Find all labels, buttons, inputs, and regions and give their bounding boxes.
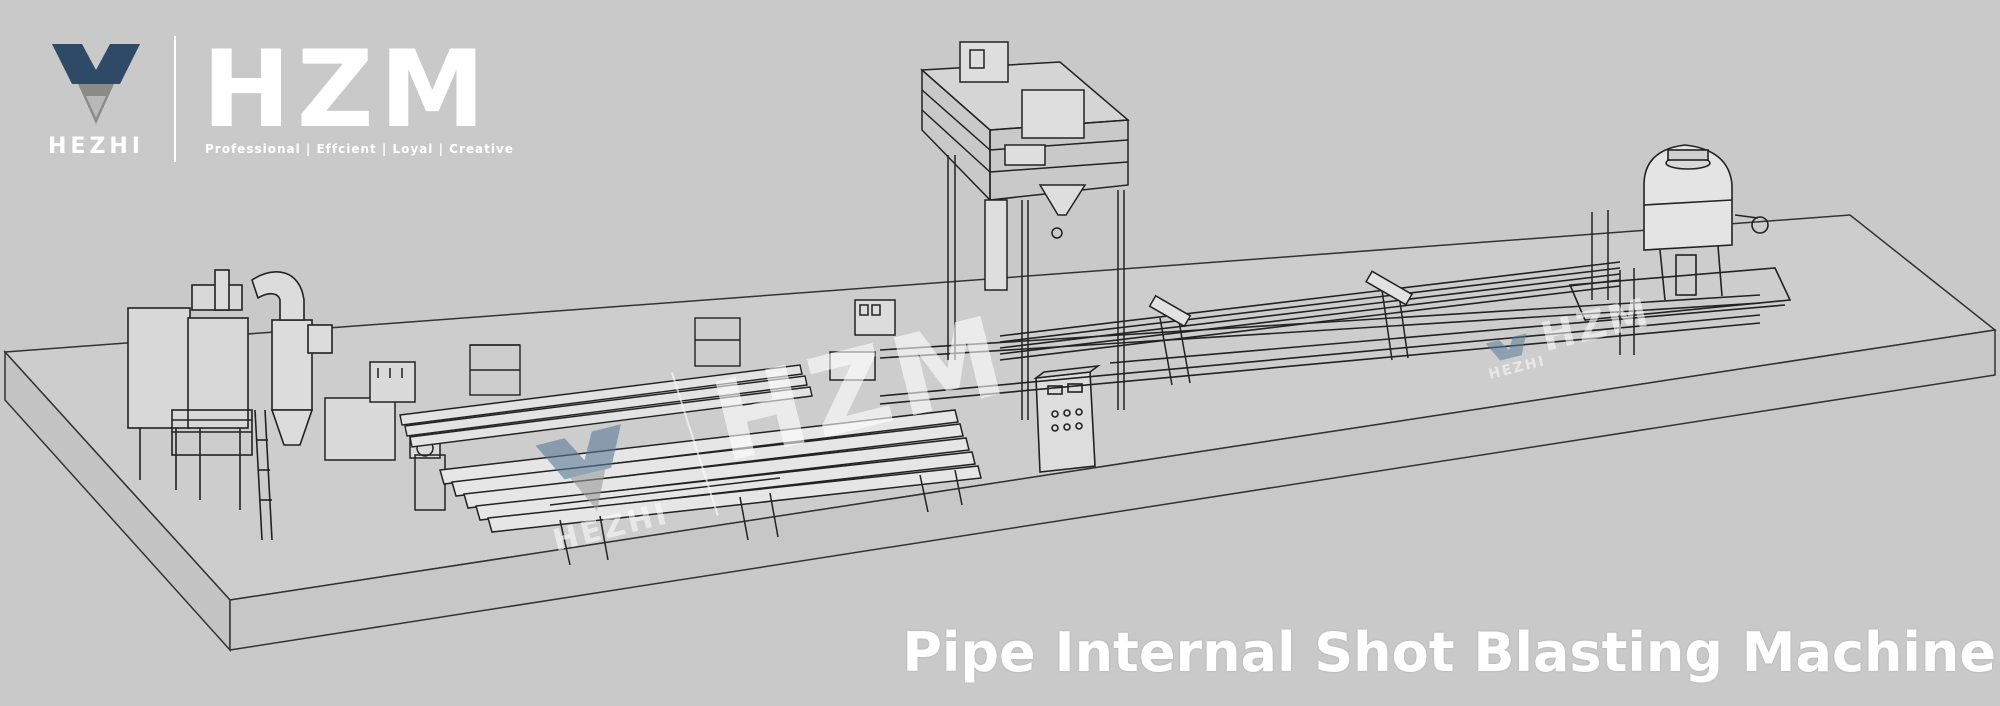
cyclone-separator	[214, 269, 333, 541]
blast-tank	[1568, 144, 1792, 321]
logo-mark	[52, 44, 140, 124]
pump-unit	[829, 299, 896, 381]
pipe-rack-back	[399, 317, 813, 448]
brand-tagline: Professional | Effcient | Loyal | Creati…	[205, 142, 514, 156]
control-cabinet	[1033, 364, 1101, 473]
track-rails	[879, 261, 1786, 405]
logo-hzm: HZM	[202, 28, 491, 151]
pipe-supports	[1148, 210, 1635, 386]
image-caption: Pipe Internal Shot Blasting Machine	[902, 621, 1996, 684]
shot-hopper-tower	[920, 41, 1130, 420]
brand-name: HEZHI	[48, 134, 144, 159]
